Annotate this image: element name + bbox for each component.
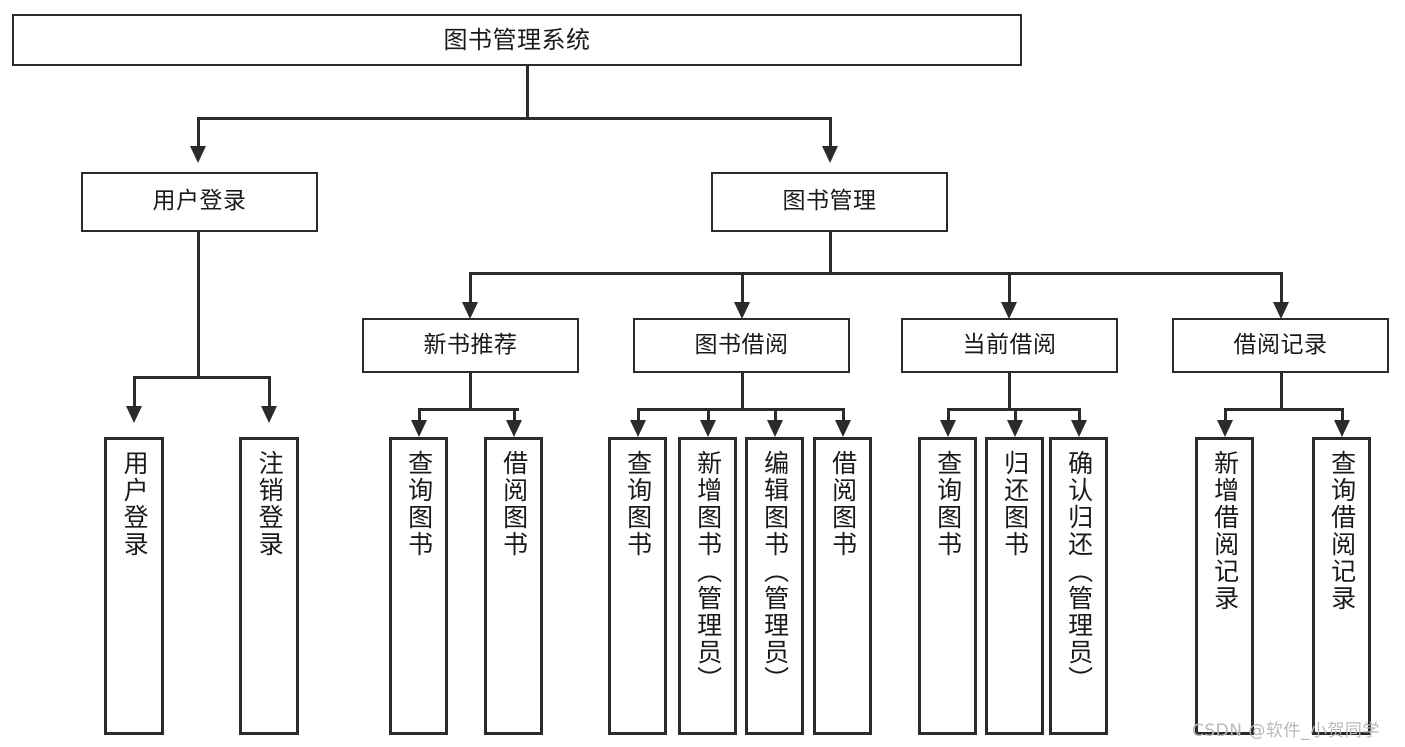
node-book-borrow: 图书借阅 — [633, 318, 850, 373]
node-label: 借阅图书 — [499, 450, 529, 558]
leaf-cb-return-book: 归还图书 — [985, 437, 1044, 735]
arrowhead-bb-query — [630, 420, 646, 437]
connector-drop-br-add — [1224, 408, 1227, 430]
connector-drop-br-query — [1341, 408, 1344, 430]
arrowhead-bb-borrow — [835, 420, 851, 437]
connector-drop-current-borrow — [1008, 272, 1011, 303]
arrowhead-bb-add — [700, 420, 716, 437]
node-label: 查询图书 — [933, 450, 963, 558]
node-current-borrow: 当前借阅 — [901, 318, 1118, 373]
leaf-bb-add-book: 新增图书（管理员） — [678, 437, 737, 735]
arrowhead-br-add — [1217, 420, 1233, 437]
node-label: 新增图书（管理员） — [693, 450, 723, 693]
arrowhead-new-book — [462, 302, 478, 319]
connector-borrow-record-stem — [1280, 373, 1283, 410]
connector-drop-book-borrow — [741, 272, 744, 303]
leaf-user-login: 用户登录 — [104, 437, 164, 735]
leaf-bb-borrow-book: 借阅图书 — [813, 437, 872, 735]
node-label: 新增借阅记录 — [1210, 450, 1240, 612]
connector-drop-bb-borrow — [842, 408, 845, 430]
arrowhead-br-query — [1334, 420, 1350, 437]
arrowhead-book-borrow — [734, 302, 750, 319]
connector-book-mgmt-stem — [829, 232, 832, 274]
node-book-management: 图书管理 — [711, 172, 948, 232]
node-label: 借阅记录 — [1233, 331, 1328, 358]
leaf-bb-query-book: 查询图书 — [608, 437, 667, 735]
node-new-book-recommend: 新书推荐 — [362, 318, 579, 373]
connector-drop-book-mgmt — [829, 117, 832, 147]
connector-drop-bb-edit — [774, 408, 777, 430]
connector-drop-leaf-logout — [268, 376, 271, 407]
node-label: 用户登录 — [120, 450, 150, 558]
node-label: 归还图书 — [1000, 450, 1030, 558]
connector-borrow-record-bus — [1224, 408, 1342, 411]
arrowhead-book-mgmt — [822, 146, 838, 163]
connector-current-borrow-bus — [947, 408, 1079, 411]
connector-book-borrow-bus — [637, 408, 843, 411]
node-borrow-record: 借阅记录 — [1172, 318, 1389, 373]
connector-user-login-bus — [133, 376, 269, 379]
connector-drop-nb-query — [418, 408, 421, 430]
node-label: 确认归还（管理员） — [1064, 450, 1094, 693]
arrowhead-cb-query — [940, 420, 956, 437]
connector-book-mgmt-bus — [469, 272, 1280, 275]
connector-user-login-stem — [197, 232, 200, 378]
connector-drop-leaf-user-login — [133, 376, 136, 407]
node-label: 图书管理系统 — [443, 25, 591, 54]
arrowhead-nb-query — [411, 420, 427, 437]
leaf-logout: 注销登录 — [239, 437, 299, 735]
node-label: 查询图书 — [623, 450, 653, 558]
connector-drop-bb-add — [707, 408, 710, 430]
connector-root-stem — [526, 66, 529, 119]
node-user-login: 用户登录 — [81, 172, 318, 232]
leaf-bb-edit-book: 编辑图书（管理员） — [745, 437, 804, 735]
connector-drop-cb-query — [947, 408, 950, 430]
connector-drop-new-book — [469, 272, 472, 303]
node-label: 编辑图书（管理员） — [760, 450, 790, 693]
leaf-nb-borrow-book: 借阅图书 — [484, 437, 543, 735]
connector-drop-borrow-record — [1280, 272, 1283, 303]
node-label: 注销登录 — [255, 450, 285, 558]
connector-new-book-bus — [418, 408, 519, 411]
node-label: 用户登录 — [152, 188, 247, 215]
connector-current-borrow-stem — [1008, 373, 1011, 410]
node-label: 查询借阅记录 — [1327, 450, 1357, 612]
leaf-cb-confirm-return: 确认归还（管理员） — [1049, 437, 1108, 735]
leaf-cb-query-book: 查询图书 — [918, 437, 977, 735]
arrowhead-borrow-record — [1273, 302, 1289, 319]
connector-drop-bb-query — [637, 408, 640, 430]
connector-book-borrow-stem — [741, 373, 744, 410]
connector-drop-nb-borrow — [513, 408, 516, 430]
node-label: 查询图书 — [404, 450, 434, 558]
arrowhead-user-login — [190, 146, 206, 163]
arrowhead-bb-edit — [767, 420, 783, 437]
leaf-nb-query-book: 查询图书 — [389, 437, 448, 735]
node-label: 当前借阅 — [962, 331, 1057, 358]
node-label: 图书管理 — [782, 188, 877, 215]
connector-drop-user-login — [197, 117, 200, 147]
arrowhead-current-borrow — [1001, 302, 1017, 319]
arrowhead-leaf-user-login — [126, 406, 142, 423]
arrowhead-nb-borrow — [506, 420, 522, 437]
leaf-br-add-record: 新增借阅记录 — [1195, 437, 1254, 735]
node-label: 新书推荐 — [423, 331, 518, 358]
node-root-system: 图书管理系统 — [12, 14, 1022, 66]
node-label: 借阅图书 — [828, 450, 858, 558]
connector-drop-cb-confirm — [1078, 408, 1081, 430]
arrowhead-leaf-logout — [261, 406, 277, 423]
node-label: 图书借阅 — [694, 331, 789, 358]
connector-drop-cb-return — [1014, 408, 1017, 430]
connector-root-bus — [197, 117, 831, 120]
arrowhead-cb-confirm — [1071, 420, 1087, 437]
leaf-br-query-record: 查询借阅记录 — [1312, 437, 1371, 735]
connector-new-book-stem — [469, 373, 472, 410]
arrowhead-cb-return — [1007, 420, 1023, 437]
